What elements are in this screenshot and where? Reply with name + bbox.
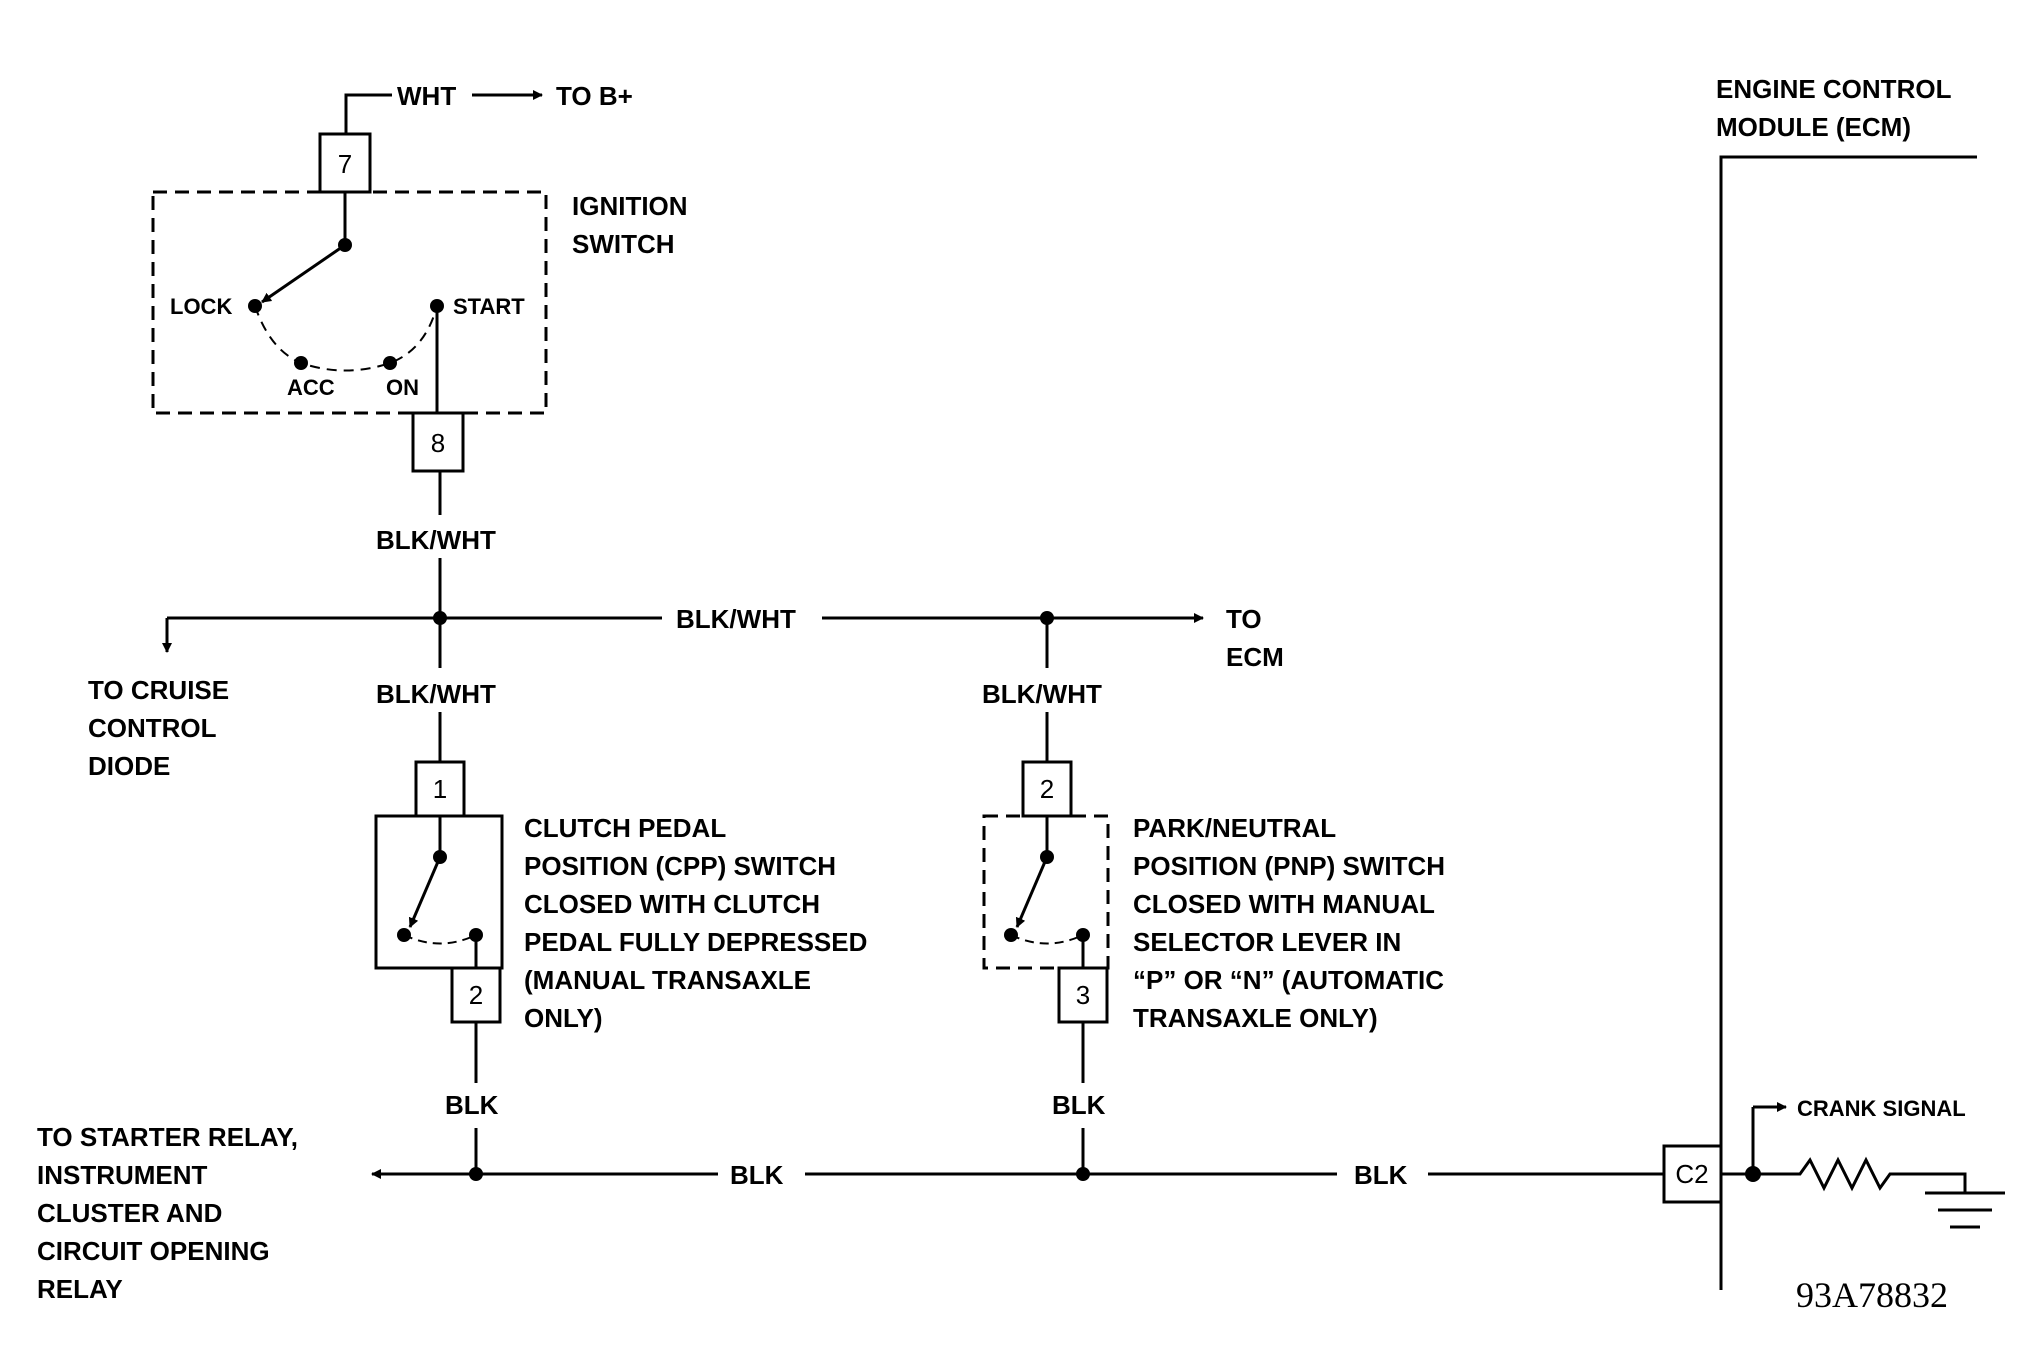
bus-wire-label: BLK/WHT [676, 604, 796, 634]
to-ecm-label-1: TO [1226, 604, 1262, 634]
wht-wire-label: WHT [397, 81, 456, 111]
figure-code: 93A78832 [1796, 1275, 1948, 1315]
ignition-pin-7: 7 [338, 149, 352, 179]
pnp-in-wire-label: BLK/WHT [982, 679, 1102, 709]
pnp-desc-2: POSITION (PNP) SWITCH [1133, 851, 1445, 881]
crank-signal-label: CRANK SIGNAL [1797, 1096, 1966, 1121]
on-contact [383, 356, 397, 370]
cpp-pin-2: 2 [469, 980, 483, 1010]
ecm-title-2: MODULE (ECM) [1716, 112, 1911, 142]
ecm-connector-c2: C2 [1675, 1159, 1708, 1189]
to-starter-label-3: CLUSTER AND [37, 1198, 222, 1228]
pnp-switch: 2 3 PARK/NEUTRAL POSITION (PNP) SWITCH C… [982, 760, 1445, 1033]
ignition-switch-label-1: IGNITION [572, 191, 688, 221]
pnp-contact-arm [1015, 856, 1049, 928]
blk-circuit: BLK BLK BLK BLK TO STARTER RELAY, INSTRU… [37, 1022, 1664, 1304]
pnp-pin-2: 2 [1040, 774, 1054, 804]
cpp-switch: 1 2 CLUTCH PEDAL POSITION (CPP) SWITCH C… [374, 760, 867, 1033]
on-label: ON [386, 375, 419, 400]
to-ecm-label-2: ECM [1226, 642, 1284, 672]
cpp-desc-6: ONLY) [524, 1003, 603, 1033]
pull-up-resistor [1753, 1156, 1967, 1193]
pnp-switch-housing [982, 814, 1110, 970]
ground-symbol [1925, 1191, 2005, 1229]
splice-cpp-ground [469, 1167, 483, 1181]
ecm-boundary [1719, 155, 1977, 1290]
lock-label: LOCK [170, 294, 232, 319]
ground-right-wire-label: BLK [1354, 1160, 1408, 1190]
acc-label: ACC [287, 375, 335, 400]
to-starter-label-4: CIRCUIT OPENING [37, 1236, 270, 1266]
ecm-title-1: ENGINE CONTROL [1716, 74, 1952, 104]
ignition-switch-label-2: SWITCH [572, 229, 675, 259]
to-starter-label-1: TO STARTER RELAY, [37, 1122, 298, 1152]
to-cruise-label-1: TO CRUISE [88, 675, 229, 705]
top-feed: WHT TO B+ [344, 81, 633, 134]
ecm-connector-c2-box [1662, 1144, 1723, 1204]
to-starter-label-2: INSTRUMENT [37, 1160, 208, 1190]
pnp-desc-4: SELECTOR LEVER IN [1133, 927, 1401, 957]
ecm: ENGINE CONTROL MODULE (ECM) C2 CRANK SIG… [1662, 74, 2005, 1290]
cpp-desc-4: PEDAL FULLY DEPRESSED [524, 927, 867, 957]
to-cruise-label-3: DIODE [88, 751, 170, 781]
pnp-desc-6: TRANSAXLE ONLY) [1133, 1003, 1378, 1033]
cpp-contact-arm [408, 856, 442, 928]
splice-pnp-ground [1076, 1167, 1090, 1181]
cpp-desc-1: CLUTCH PEDAL [524, 813, 726, 843]
switch-travel-arc [254, 305, 438, 372]
cpp-out-wire-label: BLK [445, 1090, 499, 1120]
to-b-plus-label: TO B+ [556, 81, 633, 111]
ignition-pin-8: 8 [431, 428, 445, 458]
pnp-desc-3: CLOSED WITH MANUAL [1133, 889, 1435, 919]
start-label: START [453, 294, 525, 319]
cpp-desc-3: CLOSED WITH CLUTCH [524, 889, 820, 919]
ignition-contact-arm [261, 243, 346, 304]
cpp-pin-1: 1 [433, 774, 447, 804]
cpp-desc-5: (MANUAL TRANSAXLE [524, 965, 811, 995]
ground-left-wire-label: BLK [730, 1160, 784, 1190]
ignition-switch: 7 LOCK ACC ON START 8 IGNITION SWITCH [151, 132, 688, 473]
pnp-desc-5: “P” OR “N” (AUTOMATIC [1133, 965, 1444, 995]
pnp-desc-1: PARK/NEUTRAL [1133, 813, 1336, 843]
cpp-in-wire-label: BLK/WHT [376, 679, 496, 709]
blk-wht-circuit: BLK/WHT BLK/WHT TO ECM TO CRUISE CONTROL… [88, 471, 1284, 781]
cpp-desc-2: POSITION (CPP) SWITCH [524, 851, 836, 881]
to-cruise-label-2: CONTROL [88, 713, 217, 743]
pnp-out-wire-label: BLK [1052, 1090, 1106, 1120]
ign-out-wire-label: BLK/WHT [376, 525, 496, 555]
pnp-pin-3: 3 [1076, 980, 1090, 1010]
to-starter-label-5: RELAY [37, 1274, 123, 1304]
ignition-pin-8-box [411, 411, 465, 473]
